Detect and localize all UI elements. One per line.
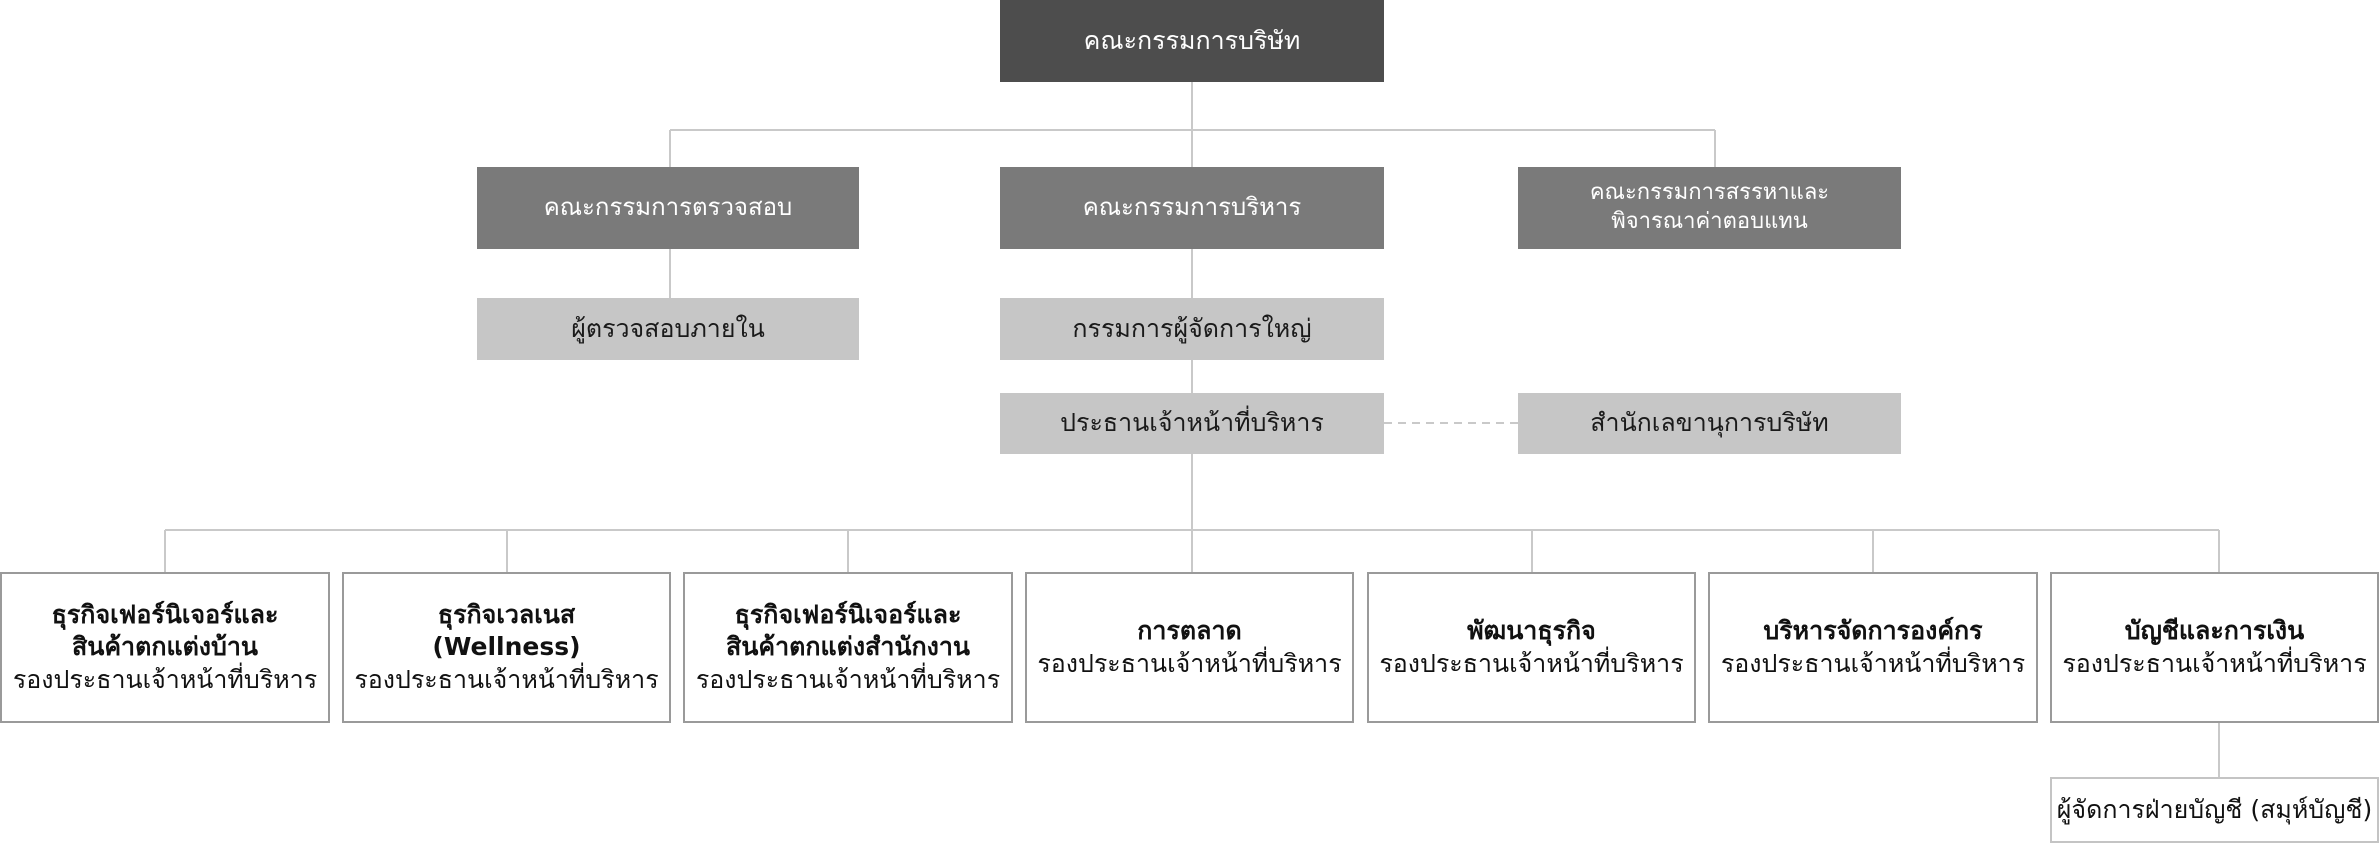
nomination-remuneration-committee-box: คณะกรรมการสรรหาและ พิจารณาค่าตอบแทน bbox=[1518, 167, 1901, 249]
company-secretary-box: สำนักเลขานุการบริษัท bbox=[1518, 393, 1901, 454]
internal-auditor-box: ผู้ตรวจสอบภายใน bbox=[477, 298, 859, 360]
division-title-line: (Wellness) bbox=[432, 632, 581, 662]
executive-committee-box: คณะกรรมการบริหาร bbox=[1000, 167, 1384, 249]
division-title-line: บัญชีและการเงิน bbox=[2124, 616, 2305, 645]
division-title-line: ธุรกิจเวลเนส bbox=[437, 599, 576, 629]
division-box-marketing: การตลาด รองประธานเจ้าหน้าที่บริหาร bbox=[1025, 572, 1354, 723]
board-of-directors-box: คณะกรรมการบริษัท bbox=[1000, 0, 1384, 82]
company-secretary-label: สำนักเลขานุการบริษัท bbox=[1590, 408, 1829, 438]
internal-auditor-label: ผู้ตรวจสอบภายใน bbox=[571, 313, 765, 343]
division-role-label: รองประธานเจ้าหน้าที่บริหาร bbox=[1379, 648, 1684, 678]
division-role-label: รองประธานเจ้าหน้าที่บริหาร bbox=[1720, 648, 2026, 678]
ceo-label: ประธานเจ้าหน้าที่บริหาร bbox=[1060, 408, 1324, 438]
division-title-line: สินค้าตกแต่งบ้าน bbox=[71, 632, 259, 662]
division-box-business-development: พัฒนาธุรกิจ รองประธานเจ้าหน้าที่บริหาร bbox=[1367, 572, 1696, 723]
division-role-label: รองประธานเจ้าหน้าที่บริหาร bbox=[1037, 648, 1342, 678]
division-role-label: รองประธานเจ้าหน้าที่บริหาร bbox=[12, 664, 318, 694]
executive-committee-label: คณะกรรมการบริหาร bbox=[1082, 193, 1302, 222]
division-title-line: การตลาด bbox=[1137, 616, 1242, 645]
division-role-label: รองประธานเจ้าหน้าที่บริหาร bbox=[2062, 648, 2367, 678]
managing-director-box: กรรมการผู้จัดการใหญ่ bbox=[1000, 298, 1384, 360]
audit-committee-label: คณะกรรมการตรวจสอบ bbox=[543, 193, 793, 222]
division-role-label: รองประธานเจ้าหน้าที่บริหาร bbox=[354, 664, 659, 694]
ceo-box: ประธานเจ้าหน้าที่บริหาร bbox=[1000, 393, 1384, 454]
division-title-line: ธุรกิจเฟอร์นิเจอร์และ bbox=[51, 599, 279, 629]
audit-committee-box: คณะกรรมการตรวจสอบ bbox=[477, 167, 859, 249]
division-box-corporate-management: บริหารจัดการองค์กร รองประธานเจ้าหน้าที่บ… bbox=[1708, 572, 2038, 723]
division-role-label: รองประธานเจ้าหน้าที่บริหาร bbox=[695, 664, 1001, 694]
board-of-directors-label: คณะกรรมการบริษัท bbox=[1083, 25, 1301, 55]
division-title-line: สินค้าตกแต่งสำนักงาน bbox=[726, 632, 970, 662]
division-box-accounting-finance: บัญชีและการเงิน รองประธานเจ้าหน้าที่บริห… bbox=[2050, 572, 2379, 723]
managing-director-label: กรรมการผู้จัดการใหญ่ bbox=[1072, 313, 1312, 343]
nomination-committee-label-line2: พิจารณาค่าตอบแทน bbox=[1611, 209, 1808, 234]
division-box-home-furniture: ธุรกิจเฟอร์นิเจอร์และ สินค้าตกแต่งบ้าน ร… bbox=[0, 572, 330, 723]
division-box-wellness: ธุรกิจเวลเนส (Wellness) รองประธานเจ้าหน้… bbox=[342, 572, 671, 723]
division-title-line: พัฒนาธุรกิจ bbox=[1467, 616, 1596, 645]
accounting-manager-box: ผู้จัดการฝ่ายบัญชี (สมุห์บัญชี) bbox=[2050, 777, 2379, 843]
nomination-committee-label-line1: คณะกรรมการสรรหาและ bbox=[1589, 180, 1830, 206]
division-title-line: ธุรกิจเฟอร์นิเจอร์และ bbox=[734, 599, 962, 629]
division-title-line: บริหารจัดการองค์กร bbox=[1763, 616, 1983, 645]
accounting-manager-label: ผู้จัดการฝ่ายบัญชี (สมุห์บัญชี) bbox=[2056, 794, 2373, 824]
division-box-office-furniture: ธุรกิจเฟอร์นิเจอร์และ สินค้าตกแต่งสำนักง… bbox=[683, 572, 1013, 723]
